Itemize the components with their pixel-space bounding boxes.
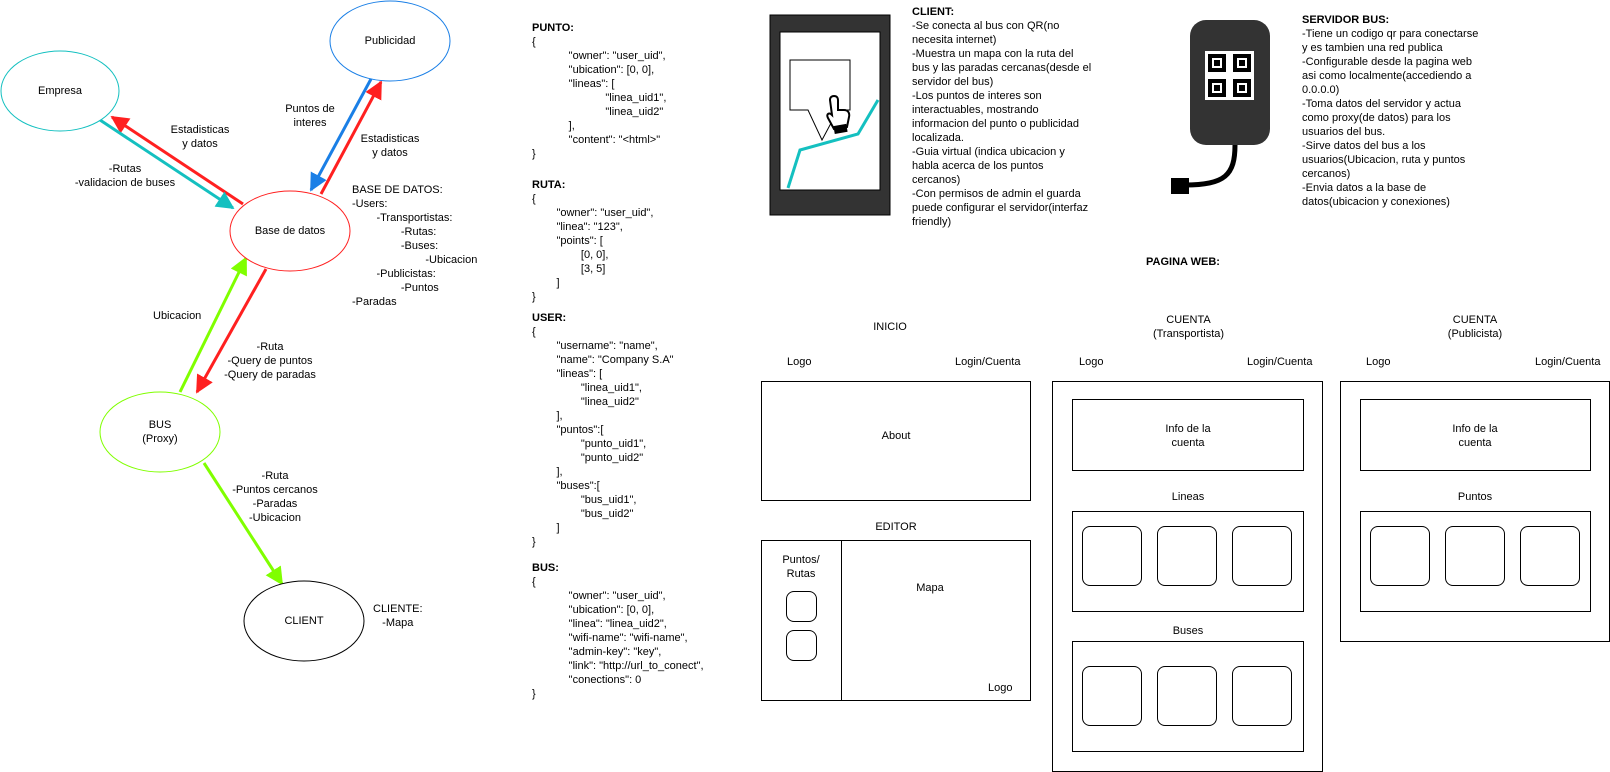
punto-card-2[interactable]	[1445, 526, 1505, 586]
qr-code-icon	[1205, 51, 1254, 100]
cuenta-transportista-header	[1052, 340, 1323, 382]
node-client	[243, 580, 365, 662]
cuenta-transportista-info-box	[1072, 399, 1304, 471]
phone-illustration	[769, 14, 891, 216]
inicio-logo: Logo	[787, 356, 812, 368]
inicio-header	[761, 340, 1031, 382]
inicio-about: About	[881, 430, 911, 442]
editor-title: EDITOR	[875, 521, 917, 533]
node-empresa	[0, 50, 120, 132]
schema-punto-body: { "owner": "user_uid", "ubication": [0, …	[532, 36, 667, 160]
cuenta-transportista-login: Login/Cuenta	[1247, 356, 1313, 368]
base-datos-description: BASE DE DATOS: -Users: -Transportistas: …	[352, 184, 478, 308]
node-bus	[99, 391, 221, 473]
cuenta-publicista-header	[1340, 340, 1610, 382]
cuenta-publicista-puntos-label: Puntos	[1457, 491, 1493, 503]
node-base-datos-label: Base de datos	[254, 225, 326, 237]
edge-label-estadisticas-empresa: Estadisticas y datos	[170, 124, 230, 150]
edge-db-to-publicidad	[319, 80, 383, 195]
edge-bus-to-db	[178, 256, 248, 393]
cuenta-publicista-logo: Logo	[1366, 356, 1391, 368]
cuenta-publicista-title: CUENTA (Publicista)	[1447, 314, 1503, 340]
editor-tool-button-2[interactable]	[786, 630, 817, 661]
client-panel-body: -Se conecta al bus con QR(no necesita in…	[912, 20, 1092, 228]
schema-ruta-body: { "owner": "user_uid", "linea": "123", "…	[532, 193, 654, 303]
editor-mapa-label: Mapa	[916, 582, 944, 594]
linea-card-1[interactable]	[1082, 526, 1142, 586]
cuenta-transportista-buses-label: Buses	[1172, 625, 1204, 637]
editor-side-label: Puntos/ Rutas	[782, 554, 820, 580]
bus-server-illustration	[1171, 20, 1270, 194]
bus-card-3[interactable]	[1232, 666, 1292, 726]
node-bus-label: BUS (Proxy)	[142, 419, 178, 445]
editor-tool-button-1[interactable]	[786, 591, 817, 622]
edge-db-to-empresa	[110, 115, 244, 206]
node-publicidad-label: Publicidad	[364, 35, 416, 47]
cuenta-publicista-info-box	[1360, 399, 1591, 471]
inicio-login-link: Login/Cuenta	[955, 356, 1021, 368]
cuenta-transportista-logo: Logo	[1079, 356, 1104, 368]
cuenta-transportista-title: CUENTA (Transportista)	[1152, 314, 1225, 340]
edge-label-rutas-validacion: -Rutas -validacion de buses	[74, 163, 176, 189]
linea-card-2[interactable]	[1157, 526, 1217, 586]
cuenta-transportista-lineas-label: Lineas	[1171, 491, 1205, 503]
edge-label-puntos-interes: Puntos de interes	[285, 103, 335, 129]
edge-empresa-to-db	[99, 118, 235, 210]
edge-publicidad-to-db	[309, 78, 373, 192]
node-client-label: CLIENT	[284, 615, 324, 627]
cuenta-publicista-info: Info de la cuenta	[1452, 423, 1498, 449]
punto-card-1[interactable]	[1370, 526, 1430, 586]
schema-user-body: { "username": "name", "name": "Company S…	[532, 326, 674, 548]
client-panel-title: CLIENT:	[912, 6, 955, 18]
editor-logo: Logo	[988, 682, 1013, 694]
schema-bus-title: BUS:	[532, 562, 559, 574]
schema-user-title: USER:	[532, 312, 567, 324]
servidor-panel-body: -Tiene un codigo qr para conectarse y es…	[1302, 28, 1479, 208]
cuenta-publicista-login: Login/Cuenta	[1535, 356, 1601, 368]
cuenta-transportista-info: Info de la cuenta	[1165, 423, 1211, 449]
bus-card-1[interactable]	[1082, 666, 1142, 726]
linea-card-3[interactable]	[1232, 526, 1292, 586]
schema-punto-title: PUNTO:	[532, 22, 574, 34]
web-title: PAGINA WEB:	[1146, 256, 1220, 268]
cliente-description: CLIENTE: -Mapa	[373, 603, 423, 629]
punto-card-3[interactable]	[1520, 526, 1580, 586]
inicio-page-mockup	[761, 340, 1031, 501]
edge-label-ruta-query: -Ruta -Query de puntos -Query de paradas	[224, 341, 316, 381]
edge-label-bus-client: -Ruta -Puntos cercanos -Paradas -Ubicaci…	[232, 470, 318, 524]
node-empresa-label: Empresa	[37, 85, 83, 97]
bus-card-2[interactable]	[1157, 666, 1217, 726]
servidor-panel-title: SERVIDOR BUS:	[1302, 14, 1390, 26]
inicio-title: INICIO	[873, 321, 907, 333]
edge-label-estadisticas-publicidad: Estadisticas y datos	[360, 133, 420, 159]
node-base-datos	[229, 190, 351, 272]
edge-label-ubicacion: Ubicacion	[153, 310, 202, 322]
schema-bus-body: { "owner": "user_uid", "ubication": [0, …	[532, 576, 704, 700]
edge-db-to-bus	[195, 268, 268, 394]
edge-bus-to-client	[202, 462, 284, 586]
node-publicidad	[329, 0, 451, 82]
schema-ruta-title: RUTA:	[532, 179, 566, 191]
